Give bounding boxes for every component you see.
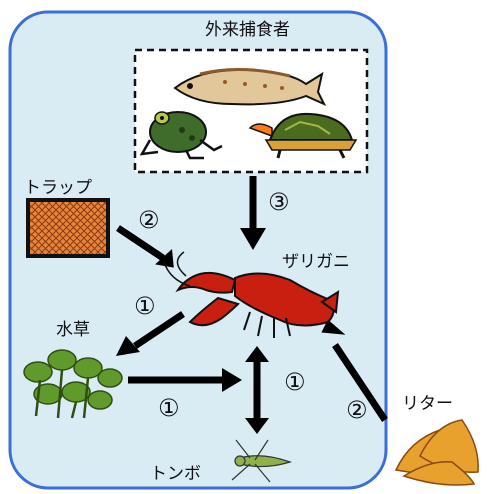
arrow-number-trap: ② — [138, 208, 160, 232]
predator-box — [135, 50, 367, 172]
crayfish-label: ザリガニ — [282, 254, 350, 271]
predators-label: 外来捕食者 — [205, 22, 290, 39]
arrow-number-weed-center: ① — [158, 396, 180, 420]
dragonfly-label: トンボ — [150, 466, 201, 483]
trap-label: トラップ — [24, 180, 92, 197]
leaf-litter-icon — [396, 420, 478, 485]
arrow-number-litter: ② — [346, 398, 368, 422]
litter-label: リター — [402, 396, 453, 413]
arrow-number-dragonfly: ① — [284, 370, 306, 394]
arrow-number-weed: ① — [134, 294, 156, 318]
waterweed-label: 水草 — [56, 322, 90, 339]
trap-icon — [28, 200, 108, 256]
arrow-number-predators: ③ — [268, 190, 290, 214]
